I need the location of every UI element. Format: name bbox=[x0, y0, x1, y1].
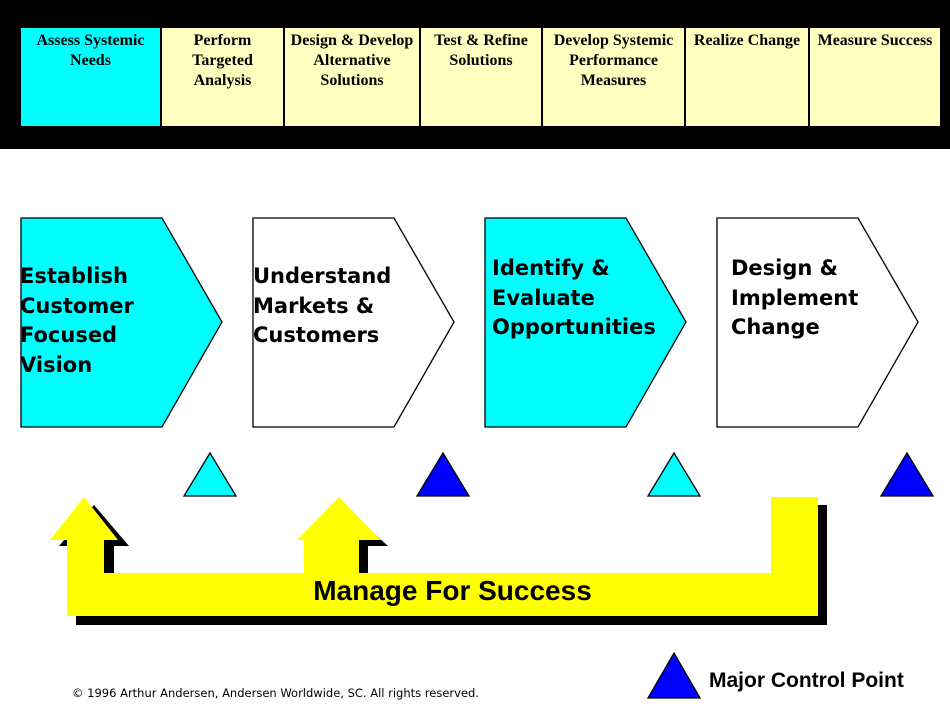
step-label-design: Design & Implement Change bbox=[731, 256, 859, 339]
step-chevron-establish bbox=[20, 217, 223, 428]
control-point-triangle-icon bbox=[646, 451, 702, 497]
step-chevron-understand bbox=[252, 217, 455, 428]
step-chevron-identify bbox=[484, 217, 687, 428]
legend-label: Major Control Point bbox=[709, 669, 904, 692]
phase-cell-develop-measures: Develop Systemic Performance Measures bbox=[542, 27, 685, 127]
phase-cell-assess: Assess Systemic Needs bbox=[20, 27, 161, 127]
step-label-understand: Understand Markets & Customers bbox=[253, 264, 392, 347]
phase-cell-test-refine: Test & Refine Solutions bbox=[420, 27, 542, 127]
control-point-triangle-icon bbox=[182, 451, 238, 497]
phase-cell-measure-success: Measure Success bbox=[809, 27, 941, 127]
phase-table: Assess Systemic Needs Perform Targeted A… bbox=[20, 27, 941, 127]
manage-for-success-arrow bbox=[50, 497, 818, 616]
manage-for-success-label: Manage For Success bbox=[313, 575, 592, 606]
major-control-point-triangle-icon bbox=[415, 451, 471, 497]
major-control-point-triangle-icon bbox=[879, 451, 935, 497]
phase-cell-realize-change: Realize Change bbox=[685, 27, 809, 127]
step-label-identify: Identify & Evaluate Opportunities bbox=[492, 256, 656, 339]
phase-cell-perform: Perform Targeted Analysis bbox=[161, 27, 284, 127]
step-label-establish: Establish Customer Focused Vision bbox=[20, 264, 134, 377]
phase-band: Assess Systemic Needs Perform Targeted A… bbox=[0, 0, 950, 149]
legend-major-control-point-icon bbox=[646, 651, 702, 699]
copyright-notice: © 1996 Arthur Andersen, Andersen Worldwi… bbox=[72, 686, 479, 700]
phase-cell-design-develop: Design & Develop Alternative Solutions bbox=[284, 27, 420, 127]
step-chevron-design bbox=[716, 217, 919, 428]
